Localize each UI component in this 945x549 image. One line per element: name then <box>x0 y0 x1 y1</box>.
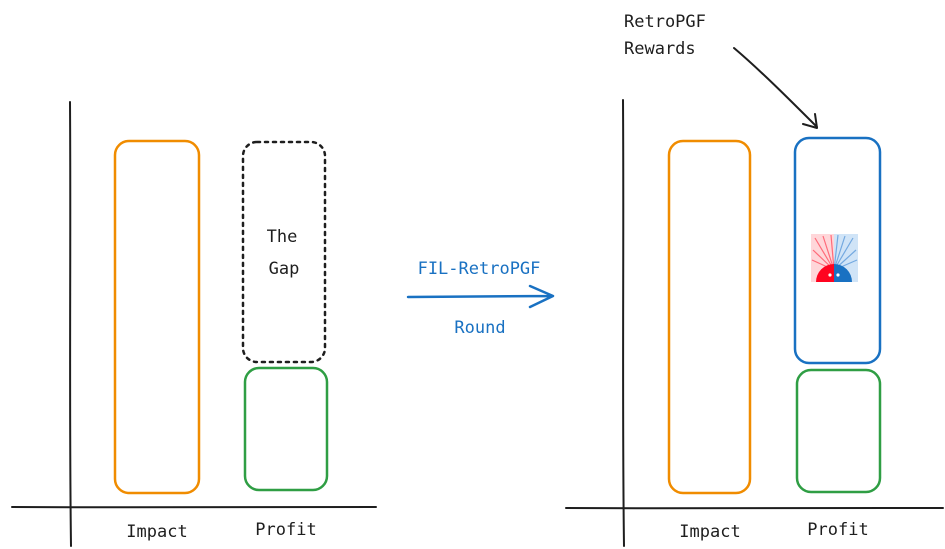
right-rewards-bar <box>793 136 882 365</box>
left-x-axis <box>11 505 377 509</box>
left-panel: The Gap Impact Profit <box>11 101 377 547</box>
right-impact-label: Impact <box>679 522 740 542</box>
right-arrow-icon <box>406 284 555 309</box>
rewards-annotation-line2: Rewards <box>624 39 696 59</box>
left-impact-label: Impact <box>126 522 187 542</box>
annotation-arrow-icon <box>733 47 818 129</box>
right-impact-bar <box>667 139 752 495</box>
gap-label-line1: The <box>267 227 298 247</box>
retropgf-sun-logo-icon <box>811 234 858 282</box>
right-profit-bar <box>795 368 882 494</box>
right-y-axis <box>622 99 625 547</box>
right-x-axis <box>565 506 944 510</box>
round-label-bottom: Round <box>454 318 505 338</box>
round-label-top: FIL-RetroPGF <box>418 259 541 279</box>
rewards-annotation-line1: RetroPGF <box>624 12 706 32</box>
left-gap-box <box>241 140 327 364</box>
transition-arrow-group: FIL-RetroPGF Round <box>406 259 555 338</box>
gap-label-line2: Gap <box>269 259 300 279</box>
left-impact-bar <box>113 139 201 495</box>
right-panel: RetroPGF Rewards <box>565 12 944 547</box>
left-profit-bar <box>243 366 329 492</box>
left-y-axis <box>69 101 72 547</box>
right-profit-label: Profit <box>807 520 868 540</box>
left-profit-label: Profit <box>255 520 316 540</box>
